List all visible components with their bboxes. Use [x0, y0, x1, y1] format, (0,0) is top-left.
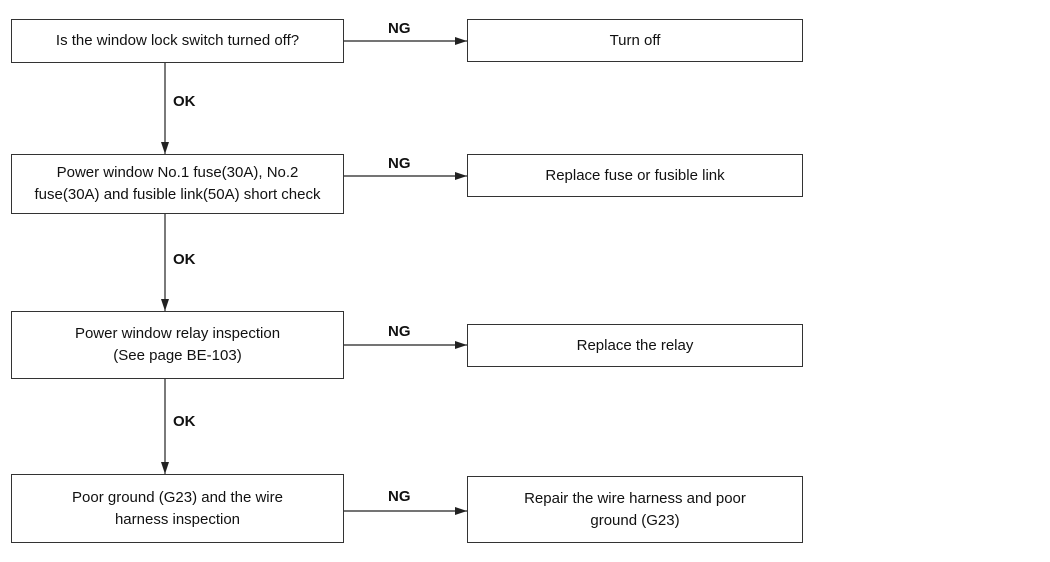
- ok-label-3: OK: [173, 413, 196, 430]
- ng-label-2: NG: [388, 155, 411, 172]
- action-box-1: Turn off: [467, 19, 803, 62]
- ok-label-1: OK: [173, 93, 196, 110]
- check-box-3: Power window relay inspection (See page …: [11, 311, 344, 379]
- action-box-3: Replace the relay: [467, 324, 803, 367]
- check-box-2: Power window No.1 fuse(30A), No.2 fuse(3…: [11, 154, 344, 214]
- check-box-1: Is the window lock switch turned off?: [11, 19, 344, 63]
- ng-label-1: NG: [388, 20, 411, 37]
- ok-label-2: OK: [173, 251, 196, 268]
- check-box-4: Poor ground (G23) and the wire harness i…: [11, 474, 344, 543]
- action-box-2: Replace fuse or fusible link: [467, 154, 803, 197]
- action-box-4: Repair the wire harness and poor ground …: [467, 476, 803, 543]
- ng-label-3: NG: [388, 323, 411, 340]
- ng-label-4: NG: [388, 488, 411, 505]
